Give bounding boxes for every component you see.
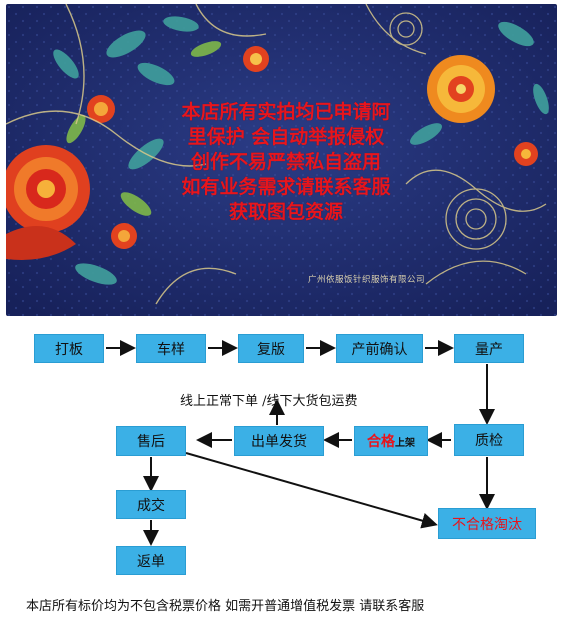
notice-line: 里保护 会自动举报侵权 [187,126,385,148]
flower-right [427,55,538,166]
step-label: 质检 [475,433,503,449]
peony-left [6,145,90,260]
notice-line: 如有业务需求请联系客服 [181,176,391,198]
step-label: 售后 [137,434,165,450]
step-label: 量产 [475,341,503,358]
flow-arrows [106,340,495,546]
step-shouhou: 售后 [116,426,186,456]
step-liangchan: 量产 [454,334,524,363]
banner-image: 本店所有实拍均已申请阿 里保护 会自动举报侵权 创作不易严禁私自盗用 如有业务需… [6,4,557,316]
step-chudan: 出单发货 [234,426,324,456]
step-hege: 合格上架 [354,426,428,456]
copyright-notice: 本店所有实拍均已申请阿 里保护 会自动举报侵权 创作不易严禁私自盗用 如有业务需… [146,100,426,225]
step-fandan: 返单 [116,546,186,575]
notice-line: 本店所有实拍均已申请阿 [181,101,391,123]
tax-notice: 本店所有标价均为不包含税票价格 如需开普通增值税发票 请联系客服 [26,599,425,614]
step-cheyang: 车样 [136,334,206,363]
step-fuban: 复版 [238,334,304,363]
step-zhijian: 质检 [454,424,524,456]
step-label: 打板 [55,341,83,358]
step-label: 出单发货 [251,434,307,450]
step-label: 成交 [137,497,165,514]
floral-pattern-background [6,4,557,316]
step-label: 产前确认 [351,341,408,358]
arrow-icon [185,452,438,529]
company-name: 广州依服饭针织服饰有限公司 [308,275,426,285]
step-label: 车样 [157,341,185,358]
step-buhege: 不合格淘汰 [438,508,536,539]
step-label: 复版 [257,341,285,358]
order-caption: 线上正常下单 /线下大货包运费 [180,394,358,409]
notice-line: 创作不易严禁私自盗用 [190,151,381,173]
process-flowchart: 打板 车样 复版 产前确认 量产 线上正常下单 /线下大货包运费 售后 出单发货… [0,318,563,588]
step-dadan: 打板 [34,334,104,363]
step-label: 不合格淘汰 [452,516,522,533]
step-chanqian: 产前确认 [336,334,423,363]
notice-line: 获取图包资源 [228,201,343,223]
step-chengjiao: 成交 [116,490,186,519]
step-label: 返单 [137,553,165,570]
step-label: 合格 [367,434,395,450]
step-suffix: 上架 [395,437,415,449]
